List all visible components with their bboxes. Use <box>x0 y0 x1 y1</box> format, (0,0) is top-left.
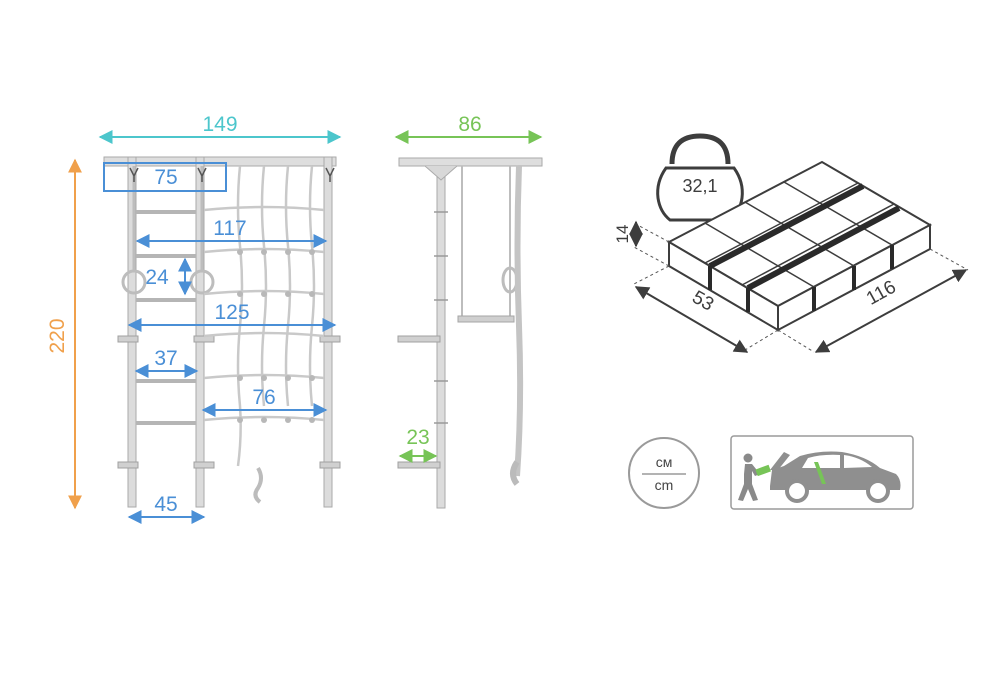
package-height-label: 14 <box>613 225 632 244</box>
trapeze <box>461 166 511 318</box>
weight-label: 32,1 <box>682 176 717 196</box>
unit-bottom-label: cm <box>655 477 674 493</box>
net-width-label: 117 <box>213 217 246 240</box>
loaded-package <box>755 464 771 477</box>
side-dimensions: 86 23 <box>394 113 543 463</box>
person-icon <box>743 453 753 463</box>
wall-brackets <box>117 335 341 469</box>
units-circle-icon: см cm <box>628 437 700 509</box>
span-label: 125 <box>214 301 249 324</box>
package-length-arrow <box>814 269 968 353</box>
unit-top-label: см <box>656 454 673 470</box>
net-76-label: 76 <box>252 386 275 409</box>
base-label: 45 <box>154 493 177 516</box>
hooks <box>129 167 335 182</box>
depth-label: 86 <box>458 113 481 136</box>
height-label: 220 <box>46 318 69 353</box>
net-knots <box>237 249 315 423</box>
foot-label: 23 <box>406 426 429 449</box>
ladder-rungs <box>136 210 196 425</box>
left-post <box>127 156 137 508</box>
front-view <box>103 156 341 508</box>
car-loading-icon <box>730 435 914 510</box>
side-view <box>397 157 543 509</box>
middle-post <box>195 156 205 508</box>
kettlebell-icon: 32,1 <box>656 133 744 222</box>
car-body <box>770 451 901 490</box>
front-dimensions: 149 220 75 117 24 125 37 76 45 <box>46 113 342 524</box>
rings-label: 24 <box>145 266 169 289</box>
trapeze-bar <box>457 315 515 323</box>
climbing-rope <box>514 165 524 477</box>
side-post-bolts <box>434 211 448 424</box>
bar-span-box <box>103 162 227 192</box>
rope-end <box>253 466 263 504</box>
package-width-arrow <box>634 286 749 353</box>
step-label: 37 <box>154 347 177 370</box>
bar-span-label: 75 <box>154 166 177 189</box>
right-post <box>323 156 333 508</box>
width-label: 149 <box>202 113 237 136</box>
